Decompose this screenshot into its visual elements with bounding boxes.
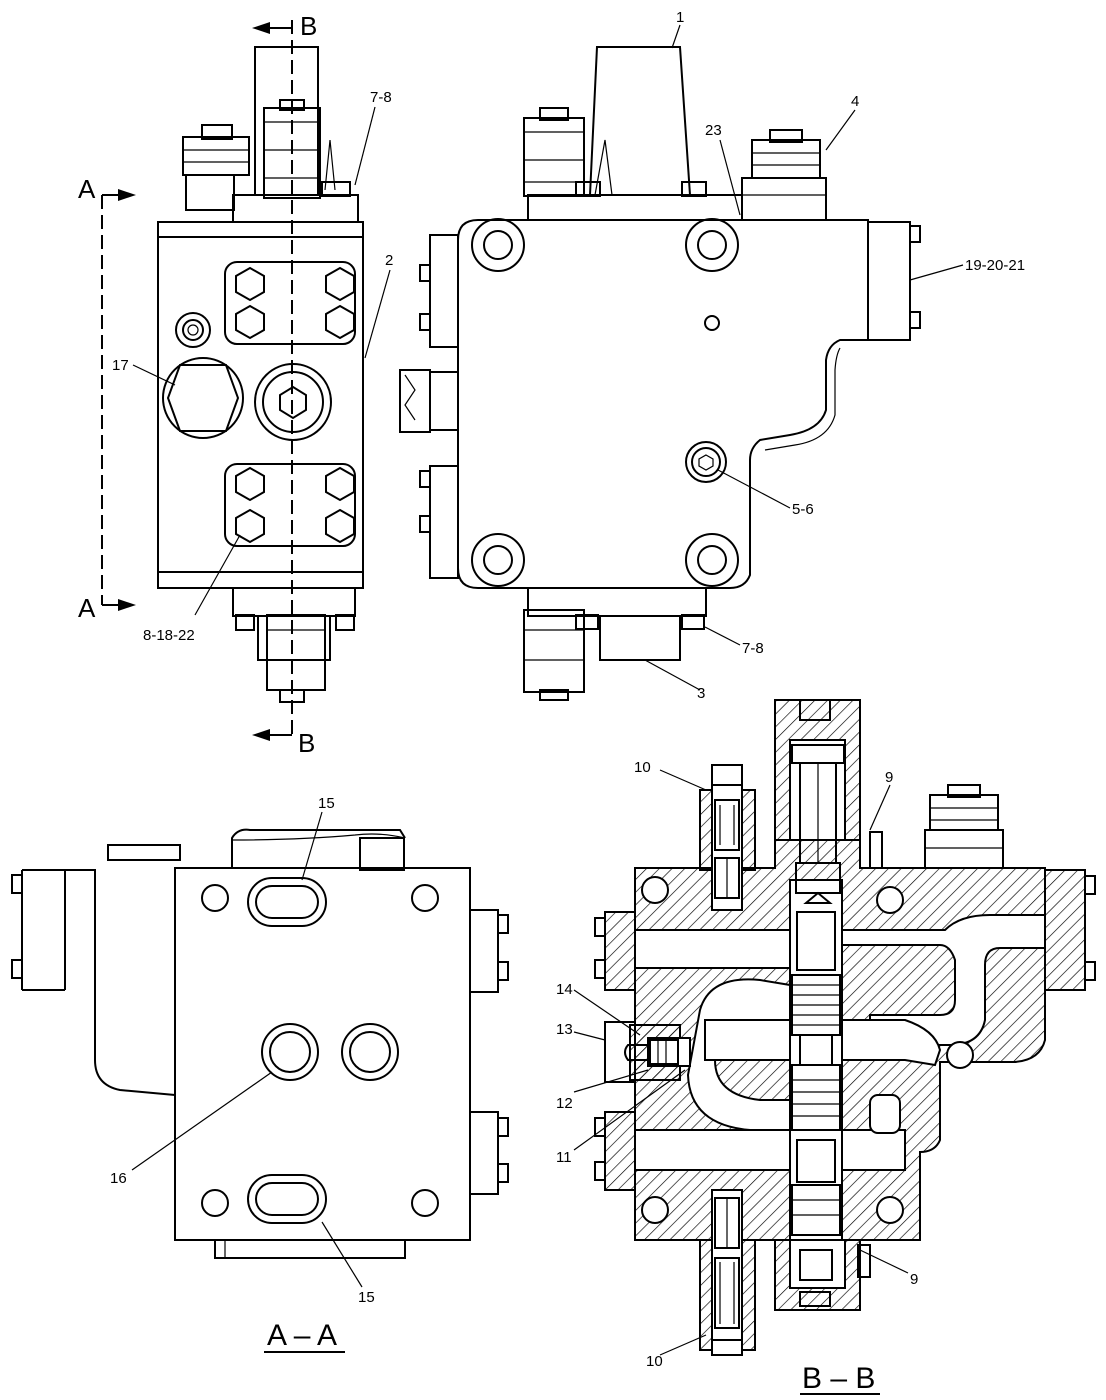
callout-1: 1 <box>676 9 684 26</box>
section-mark-a-bottom: A <box>78 593 96 623</box>
callout-23: 23 <box>705 122 722 139</box>
callout-9-top: 9 <box>885 769 893 786</box>
section-aa-title: A – A <box>267 1319 337 1352</box>
section-bb-view: 10 9 14 13 12 11 9 10 B – B <box>556 699 1096 1395</box>
callout-17: 17 <box>112 357 129 374</box>
callout-15-bottom: 15 <box>358 1289 375 1306</box>
callout-7-8-top: 7-8 <box>370 89 392 106</box>
front-view: 1 23 4 19-20-21 5-6 7-8 3 <box>399 9 1025 702</box>
callout-12: 12 <box>556 1095 573 1112</box>
callout-15-top: 15 <box>318 795 335 812</box>
callout-7-8-bottom: 7-8 <box>742 640 764 657</box>
callout-4: 4 <box>851 93 859 110</box>
callout-10-top: 10 <box>634 759 651 776</box>
section-mark-a-top: A <box>78 174 96 204</box>
callout-14: 14 <box>556 981 573 998</box>
callout-13: 13 <box>556 1021 573 1038</box>
callout-9-bottom: 9 <box>910 1271 918 1288</box>
side-view: B B A A 7-8 2 17 8-18-22 <box>78 11 393 758</box>
callout-3: 3 <box>697 685 705 702</box>
section-mark-b-top: B <box>300 11 317 41</box>
section-bb-title: B – B <box>802 1362 875 1395</box>
callout-5-6: 5-6 <box>792 501 814 518</box>
callout-19-20-21: 19-20-21 <box>965 257 1025 274</box>
spool <box>791 911 841 1236</box>
callout-8-18-22: 8-18-22 <box>143 627 195 644</box>
callout-16: 16 <box>110 1170 127 1187</box>
section-aa-view: 15 16 15 A – A <box>11 795 509 1353</box>
callout-11: 11 <box>556 1149 572 1166</box>
section-mark-b-bottom: B <box>298 728 315 758</box>
callout-2: 2 <box>385 252 393 269</box>
callout-10-bottom: 10 <box>646 1353 663 1370</box>
